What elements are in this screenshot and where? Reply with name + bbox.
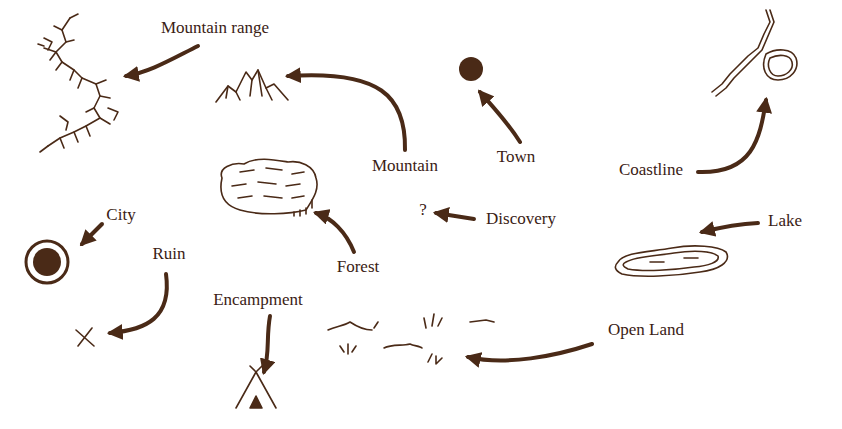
map-label: Discovery [486, 210, 556, 229]
map-label: Mountain [372, 157, 438, 176]
map-label: Open Land [608, 321, 684, 340]
encampment-symbol [236, 366, 276, 408]
map-label: ? [419, 201, 427, 220]
map-label: Ruin [152, 245, 185, 264]
ruin-symbol [76, 328, 94, 346]
map-label: Lake [768, 212, 802, 231]
lake-symbol [615, 246, 727, 276]
map-label: Town [497, 148, 535, 167]
coastline-symbol [712, 10, 797, 96]
town-symbol [459, 57, 483, 81]
map-label: Forest [337, 258, 380, 277]
leader-arrows [82, 46, 766, 372]
forest-symbol [221, 159, 317, 216]
map-label: City [106, 206, 135, 225]
map-label: Encampment [213, 291, 303, 310]
map-label: Coastline [619, 161, 683, 180]
mountain-symbol [216, 70, 288, 102]
map-label: Mountain range [161, 19, 269, 38]
mountain-range-symbol [38, 14, 118, 152]
city-symbol [26, 241, 68, 283]
